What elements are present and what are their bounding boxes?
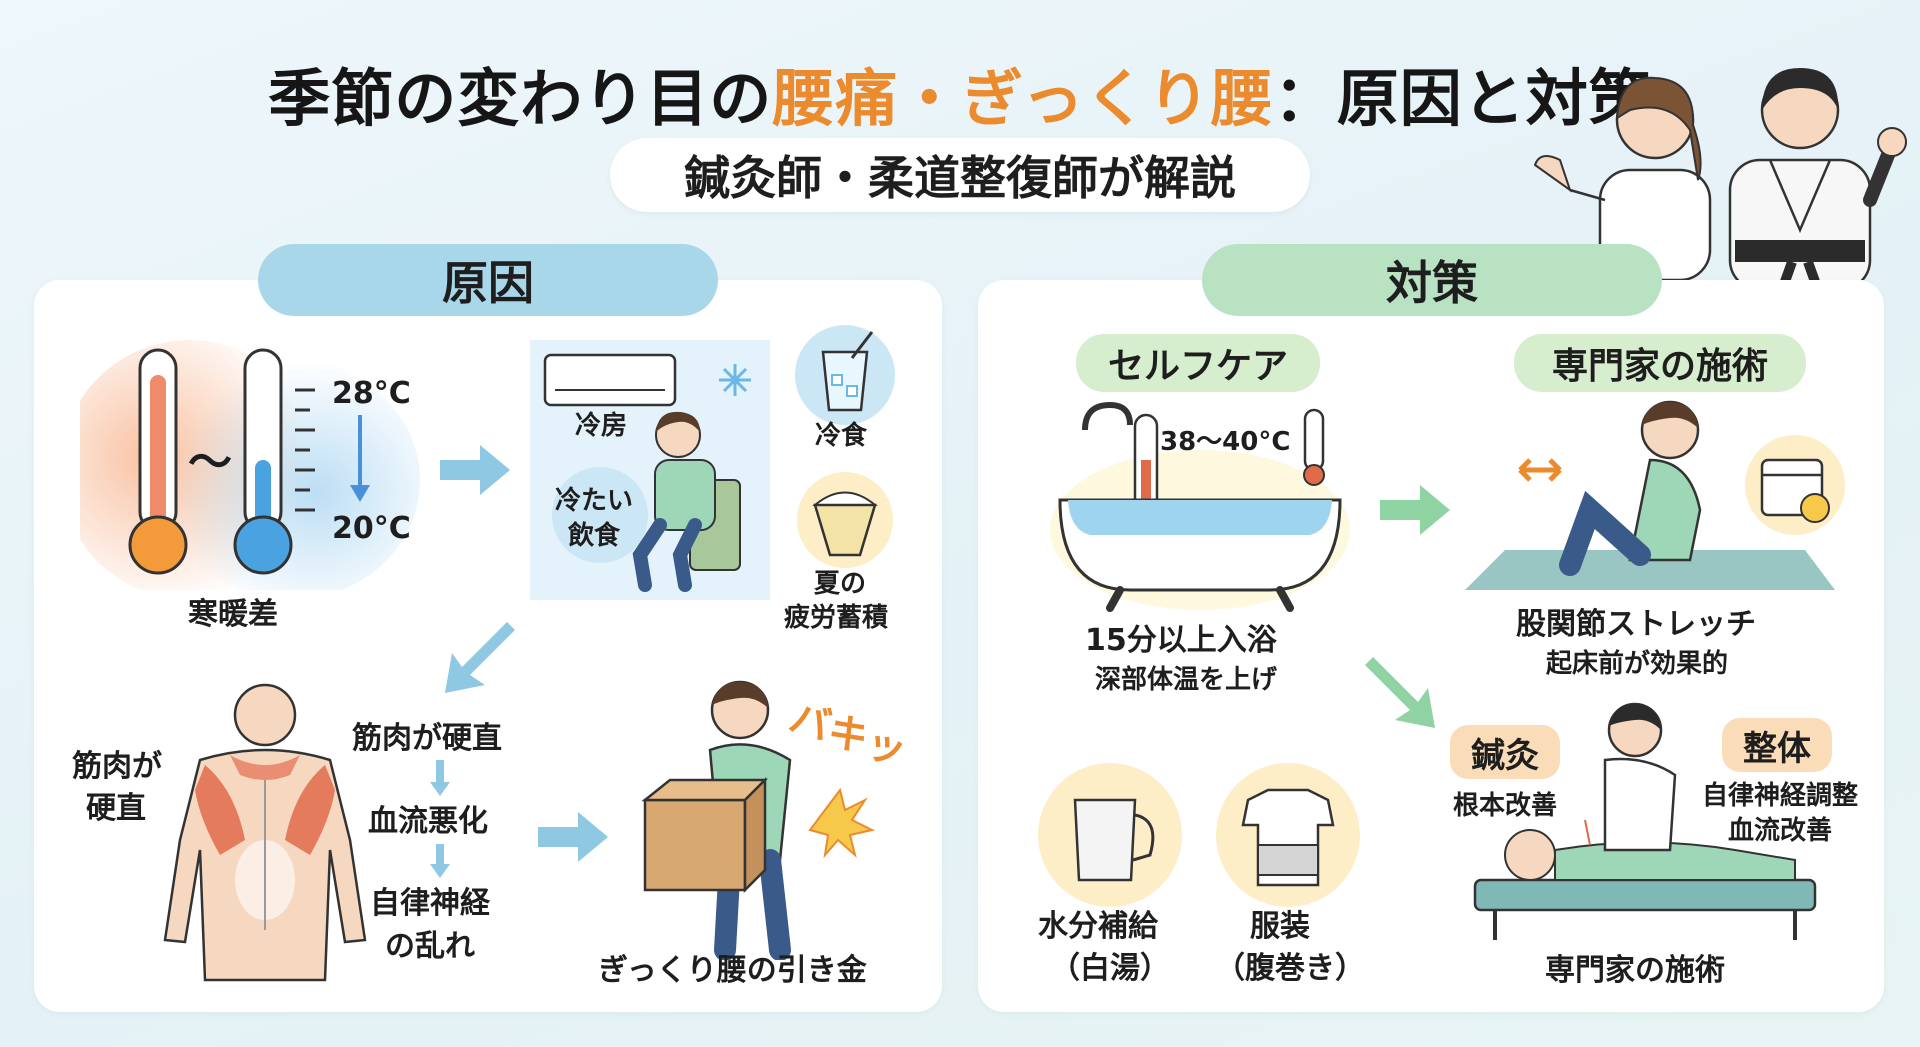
water-line1: 水分補給: [1038, 909, 1158, 944]
cold-drink-line2: 飲食: [568, 521, 621, 551]
subtitle: 鍼灸師・柔道整復師が解説: [610, 138, 1310, 212]
arrow-right-icon-2: [538, 812, 608, 862]
autonomic-line1: 自律神経: [370, 886, 490, 921]
bath-temp-label: 38〜40°C: [1160, 427, 1291, 457]
clothes-line1: 服装: [1250, 909, 1310, 944]
summer-fatigue-line2: 疲労蓄積: [784, 603, 889, 633]
cold-drink-icon: [795, 325, 895, 425]
causes-heading: 原因: [258, 244, 718, 316]
bath-line1: 15分以上入浴: [1085, 623, 1277, 658]
acupuncture-tag: 鍼灸: [1450, 725, 1560, 779]
summer-fatigue-line1: 夏の: [814, 569, 867, 599]
temp-diff-label: 寒暖差: [188, 597, 278, 632]
thermometers-illustration: [80, 340, 420, 590]
seitai-desc-line1: 自律神経調整: [1702, 781, 1859, 811]
shaved-ice-icon: [797, 472, 893, 568]
page-title: 季節の変わり目の腰痛・ぎっくり腰：原因と対策: [0, 48, 1920, 138]
cold-drink-line1: 冷たい: [555, 486, 634, 516]
selfcare-tag: セルフケア: [1076, 334, 1320, 392]
stretch-line2: 起床前が効果的: [1546, 649, 1729, 679]
cold-food-label: 冷食: [815, 421, 868, 451]
cooling-label: 冷房: [575, 411, 628, 441]
temp-high: 28°C: [332, 376, 411, 411]
bathtub-illustration: [1050, 401, 1350, 612]
trigger-label: ぎっくり腰の引き金: [598, 953, 867, 988]
stretch-illustration: [1465, 400, 1835, 590]
water-pitcher-icon: [1038, 763, 1182, 907]
treatment-illustration: [1473, 702, 1817, 940]
muscle-left-line2: 硬直: [86, 791, 146, 826]
arrow-right-green-icon: [1380, 485, 1450, 535]
belly-band-icon: [1216, 763, 1360, 907]
title-suffix: ：原因と対策: [1273, 62, 1652, 135]
lifting-box-illustration: [641, 680, 875, 960]
muscle-left-line1: 筋肉が: [72, 749, 162, 784]
arrow-down-right-green-icon: [1365, 657, 1435, 728]
title-accent: 腰痛・ぎっくり腰: [772, 62, 1274, 135]
pro-tag: 専門家の施術: [1514, 334, 1806, 392]
bath-line2: 深部体温を上げ: [1095, 665, 1278, 695]
temp-low: 20°C: [332, 511, 411, 546]
stretch-line1: 股関節ストレッチ: [1516, 607, 1756, 642]
clothes-line2: （腹巻き）: [1215, 951, 1365, 986]
seitai-tag: 整体: [1722, 718, 1832, 772]
autonomic-line2: の乱れ: [385, 929, 475, 964]
down-arrows-icon: [430, 760, 450, 878]
title-prefix: 季節の変わり目の: [268, 62, 773, 135]
pro-caption: 専門家の施術: [1545, 953, 1725, 988]
back-muscles-illustration: [163, 683, 367, 982]
tilde: 〜: [188, 437, 232, 488]
seitai-desc-line2: 血流改善: [1728, 816, 1833, 846]
acupuncture-desc: 根本改善: [1453, 791, 1558, 821]
cooling-illustration: [543, 353, 751, 592]
measures-heading: 対策: [1202, 244, 1662, 316]
blood-flow-label: 血流悪化: [368, 804, 488, 839]
water-line2: （白湯）: [1050, 951, 1170, 986]
calendar-icon: [1745, 435, 1845, 535]
arrow-right-icon: [440, 445, 510, 495]
arrow-down-left-icon: [445, 622, 515, 693]
muscle-stiff-label: 筋肉が硬直: [352, 721, 502, 756]
